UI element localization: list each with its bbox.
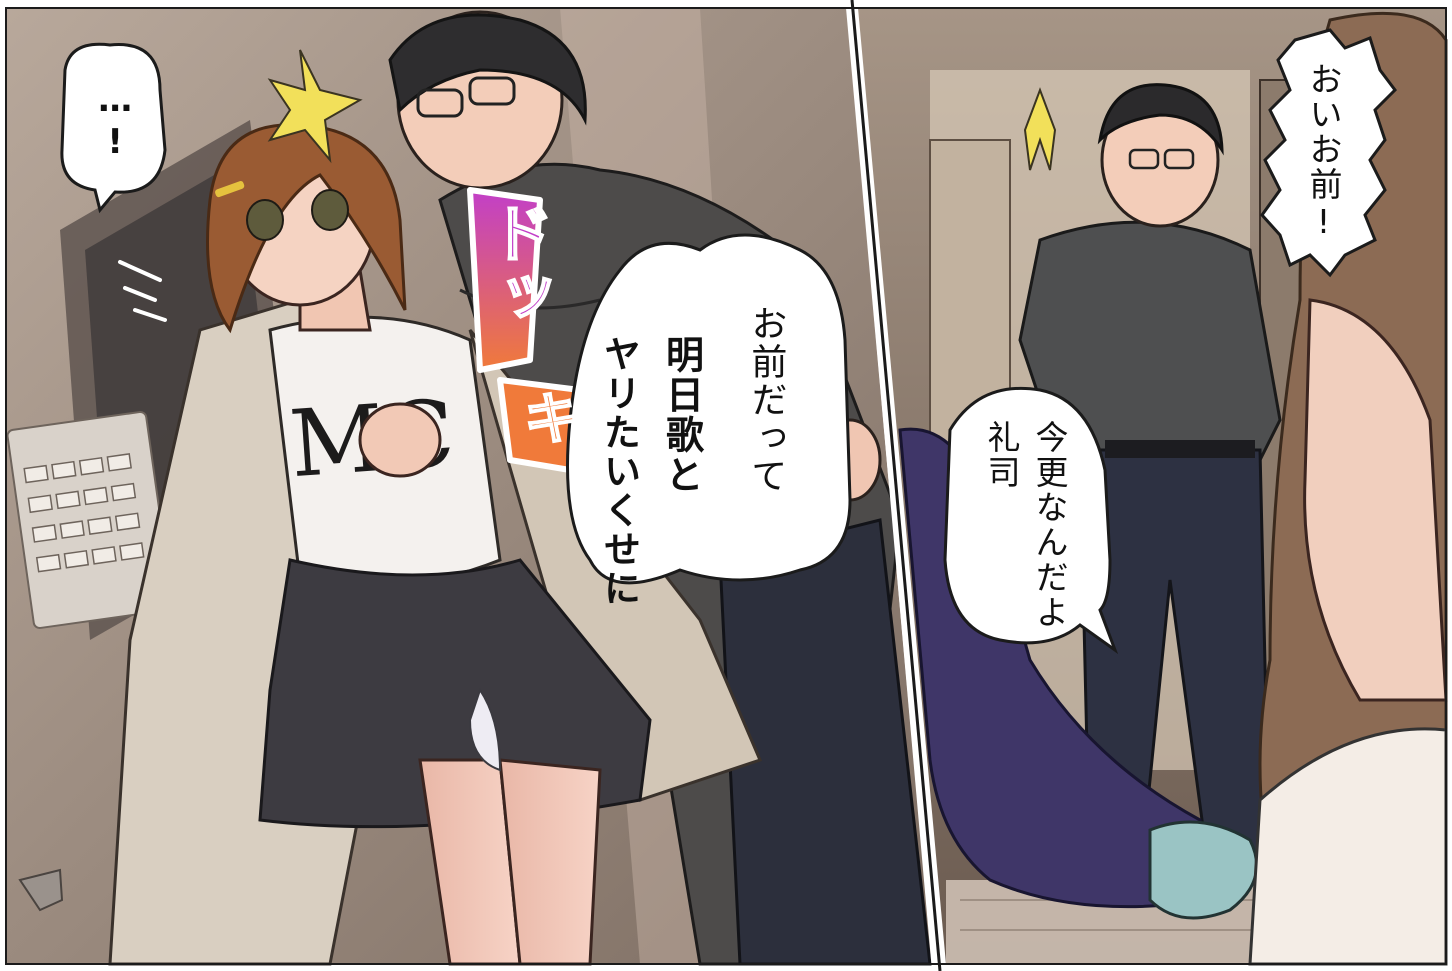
sfx-top: ドッ (478, 199, 554, 329)
shout-bubble-shape (1260, 28, 1397, 278)
ellipsis-bubble-shape (60, 42, 167, 214)
reply-bubble-text-line2: 礼司 (981, 420, 1021, 490)
question-bubble-text-line2: 明日歌と (659, 335, 704, 495)
question-bubble-text-line3: ヤリたいくせに (597, 335, 641, 608)
ellipsis-bubble-text: …! (95, 80, 136, 164)
question-bubble-shape (566, 233, 852, 585)
sfx-bottom: キ (512, 387, 582, 447)
question-bubble-text-line1: お前だって (745, 305, 787, 495)
right-panel (858, 8, 1448, 966)
left-panel: MC (6, 8, 932, 966)
shock-sparkle-icon-right (1023, 87, 1057, 171)
reply-bubble-shape (943, 386, 1119, 655)
shock-sparkle-icon (267, 49, 363, 164)
shout-bubble-text: おいお前! (1303, 62, 1343, 243)
reply-bubble-text-line1: 今更なんだよ (1029, 420, 1069, 630)
